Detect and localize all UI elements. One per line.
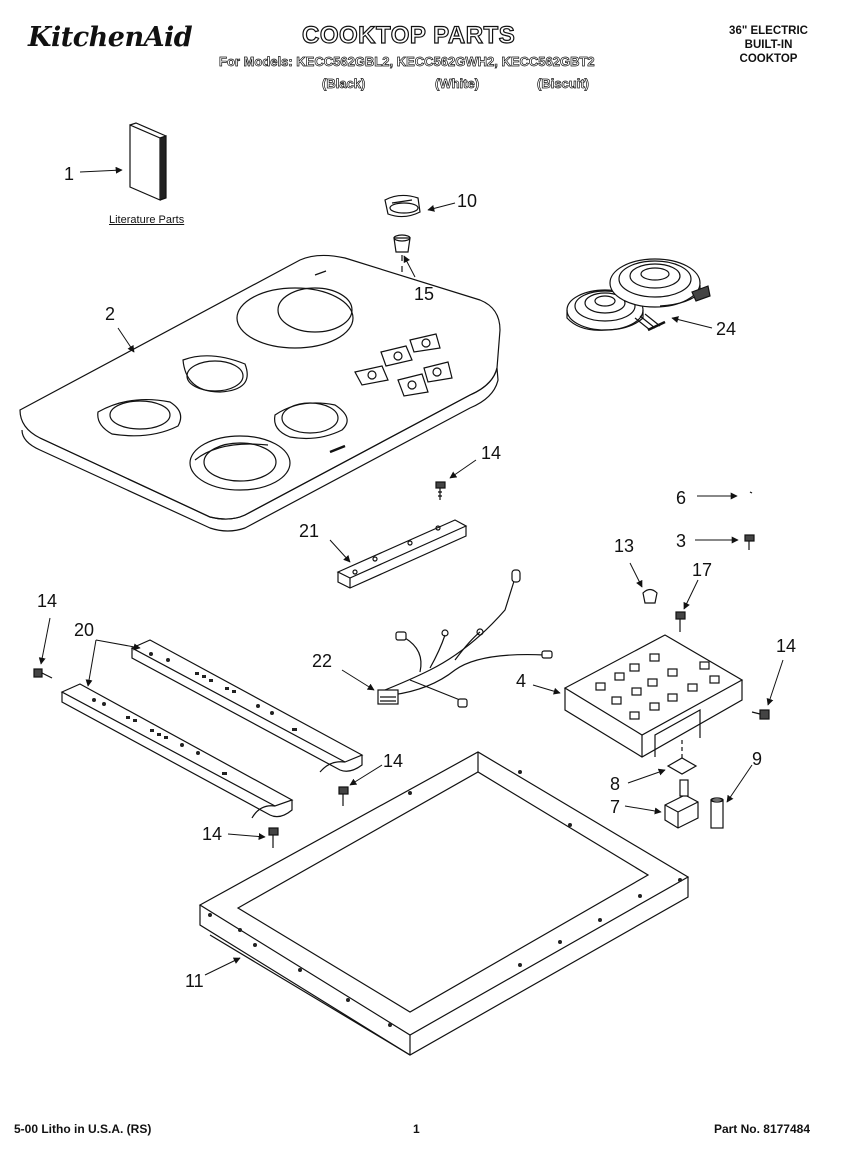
screw xyxy=(751,709,770,720)
part-number: Part No. 8177484 xyxy=(713,1122,810,1136)
screw xyxy=(338,786,349,806)
control-switches xyxy=(595,653,720,720)
switch-shaft xyxy=(710,797,724,829)
callout-6: 6 xyxy=(676,488,686,508)
side-bracket-rear xyxy=(130,639,364,773)
surface-elements xyxy=(566,258,711,332)
callout-17: 17 xyxy=(692,560,712,580)
callout-2: 2 xyxy=(105,304,115,324)
screw xyxy=(744,534,755,550)
callout-14: 14 xyxy=(37,591,57,611)
callout-21: 21 xyxy=(299,521,319,541)
callout-24: 24 xyxy=(716,319,736,339)
callout-14: 14 xyxy=(202,824,222,844)
callout-20: 20 xyxy=(74,620,94,640)
brand-logo: KitchenAid xyxy=(28,22,193,53)
product-type-line: 36" ELECTRIC xyxy=(729,25,808,37)
screw xyxy=(675,611,686,632)
page-number: 1 xyxy=(413,1122,420,1136)
mounting-bracket xyxy=(336,519,468,589)
callout-9: 9 xyxy=(752,749,762,769)
callout-8: 8 xyxy=(610,774,620,794)
wire-harness xyxy=(377,569,553,708)
callout-13: 13 xyxy=(614,536,634,556)
knob-seal xyxy=(393,234,411,342)
callout-14: 14 xyxy=(383,751,403,771)
models-line: For Models: KECC562GBL2, KECC562GWH2, KE… xyxy=(219,54,595,70)
infinite-switch xyxy=(664,779,699,829)
color-white: (White) xyxy=(435,76,480,92)
support-frame xyxy=(198,751,690,1056)
color-biscuit: (Biscuit) xyxy=(537,76,590,92)
indicator-light xyxy=(642,588,658,604)
screw xyxy=(435,481,446,500)
bracket-slots xyxy=(92,652,297,775)
small-part xyxy=(749,491,753,494)
callout-22: 22 xyxy=(312,651,332,671)
product-type: 36" ELECTRIC BUILT-IN COOKTOP xyxy=(729,24,808,66)
screw xyxy=(268,827,279,848)
print-info: 5-00 Litho in U.S.A. (RS) xyxy=(14,1122,152,1136)
callout-14: 14 xyxy=(481,443,501,463)
page-title: COOKTOP PARTS xyxy=(301,21,516,49)
callout-14: 14 xyxy=(776,636,796,656)
callout-15: 15 xyxy=(414,284,434,304)
callout-7: 7 xyxy=(610,797,620,817)
color-black: (Black) xyxy=(322,76,366,92)
side-bracket-front xyxy=(60,683,294,819)
literature-booklet xyxy=(129,122,167,201)
callout-4: 4 xyxy=(516,671,526,691)
literature-parts-label: Literature Parts xyxy=(109,214,185,226)
product-type-line: BUILT-IN xyxy=(744,39,793,51)
screw xyxy=(33,668,53,679)
control-knob xyxy=(384,194,421,218)
callout-11: 11 xyxy=(185,971,204,991)
callout-1: 1 xyxy=(64,164,74,184)
callout-10: 10 xyxy=(457,191,477,211)
leader-lines xyxy=(38,166,784,976)
frame-holes xyxy=(208,770,682,1027)
mounting-plate xyxy=(666,740,698,775)
product-type-line: COOKTOP xyxy=(739,53,798,65)
control-box xyxy=(563,634,744,758)
callout-3: 3 xyxy=(676,531,686,551)
glass-cooktop xyxy=(19,254,501,532)
